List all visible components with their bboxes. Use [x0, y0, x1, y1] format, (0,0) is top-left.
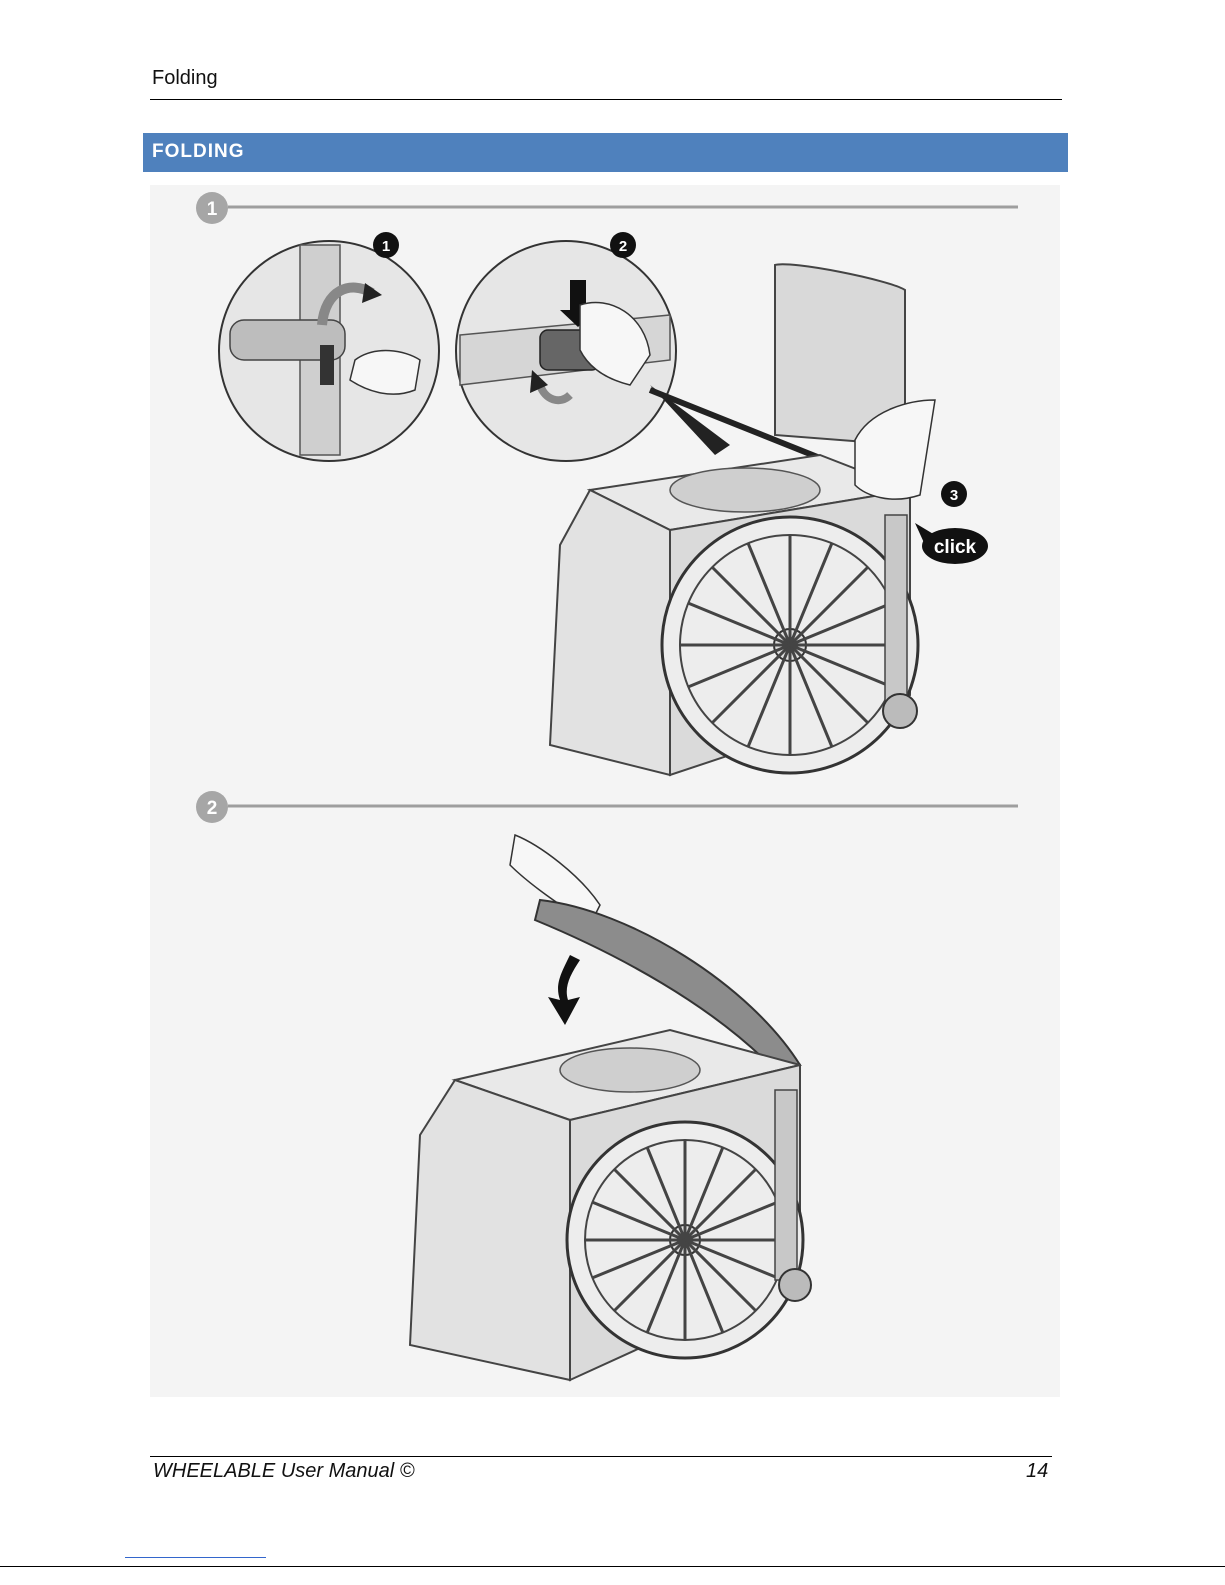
header-rule — [150, 99, 1062, 100]
page-bottom-line — [0, 1566, 1225, 1567]
footer-page-number: 14 — [1026, 1460, 1048, 1483]
chair-step-2 — [410, 835, 811, 1380]
detail-circle-2: 2 — [456, 232, 676, 461]
folding-illustration-svg: 1 1 2 — [150, 185, 1060, 1397]
callout-2-number: 2 — [619, 238, 627, 255]
click-label: click — [934, 537, 977, 558]
step-2-badge: 2 — [196, 791, 228, 823]
step-1-badge: 1 — [196, 192, 228, 224]
folding-illustration: 1 1 2 — [150, 185, 1060, 1397]
callout-3-number: 3 — [950, 487, 958, 504]
section-heading: FOLDING — [143, 133, 1068, 172]
detail-circle-1: 1 — [219, 232, 439, 461]
footer-rule — [150, 1456, 1052, 1457]
section-heading-text: FOLDING — [152, 141, 245, 162]
step-1-number: 1 — [207, 199, 218, 220]
footer-manual-title: WHEELABLE User Manual © — [153, 1460, 415, 1483]
page-header-title: Folding — [152, 67, 218, 90]
page-bottom-link-underline — [125, 1557, 266, 1558]
callout-1-number: 1 — [382, 238, 390, 255]
step-2-number: 2 — [207, 798, 218, 819]
